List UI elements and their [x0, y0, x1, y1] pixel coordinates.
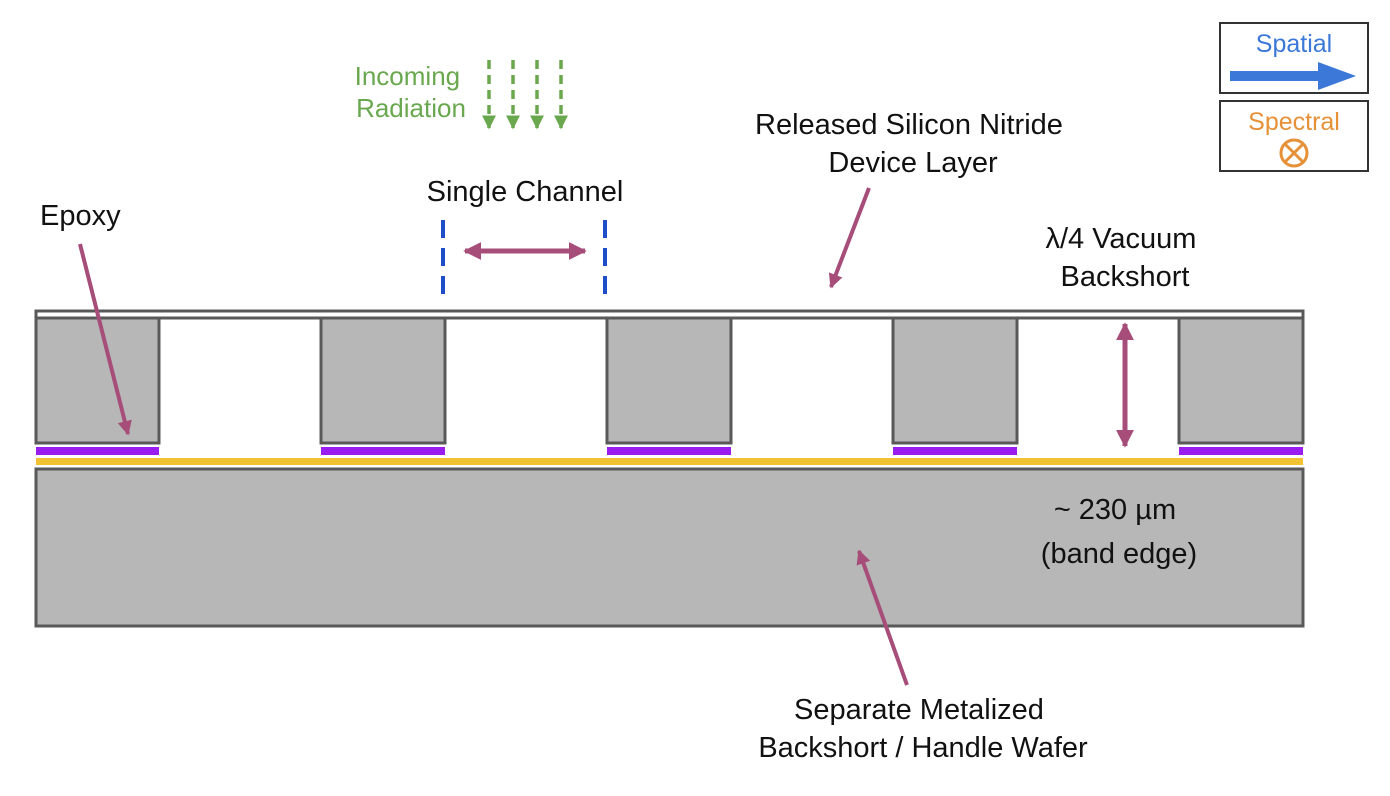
handle-wafer-pointer-arrow	[856, 549, 909, 686]
legend-spectral-label: Spectral	[1248, 108, 1340, 136]
epoxy-label: Epoxy	[40, 200, 121, 232]
epoxy-strip	[893, 447, 1017, 455]
epoxy-strip	[36, 447, 159, 455]
handle-wafer	[34, 467, 1305, 628]
legend-spectral-box	[1219, 100, 1369, 172]
device-layer-pointer-arrow	[828, 187, 871, 289]
epoxy-strips	[36, 447, 1303, 455]
epoxy-strip	[607, 447, 731, 455]
legend-spatial-label: Spatial	[1256, 30, 1332, 58]
device-layer-label: Released Silicon Nitride Device Layer	[755, 109, 1071, 179]
vacuum-backshort-label: λ/4 Vacuum Backshort	[1045, 223, 1204, 293]
spatial-arrow-head	[1318, 62, 1356, 90]
silicon-pillar	[34, 311, 161, 445]
silicon-pillar	[1177, 311, 1305, 445]
epoxy-strip	[321, 447, 445, 455]
band-edge-label: ~ 230 µm (band edge)	[1041, 494, 1197, 570]
epoxy-strip	[1179, 447, 1303, 455]
legend-spatial: Spatial	[1219, 22, 1369, 94]
incoming-radiation-label: Incoming Radiation	[355, 61, 468, 123]
metalized-backshort-layer	[36, 458, 1303, 465]
epoxy-pointer-arrow	[78, 243, 132, 436]
handle-wafer-label: Separate Metalized Backshort / Handle Wa…	[758, 694, 1088, 764]
silicon-pillar	[891, 311, 1019, 445]
spatial-arrow-shaft	[1230, 71, 1320, 81]
silicon-pillar	[605, 311, 733, 445]
silicon-pillar	[319, 311, 447, 445]
incoming-radiation-arrows	[482, 60, 568, 130]
legend-spatial-box	[1219, 22, 1369, 94]
legend-spectral: Spectral	[1219, 100, 1369, 172]
into-page-icon	[1279, 138, 1309, 168]
single-channel-label: Single Channel	[427, 176, 624, 208]
silicon-nitride-device-layer	[34, 309, 1305, 320]
silicon-pillars	[34, 311, 1305, 445]
